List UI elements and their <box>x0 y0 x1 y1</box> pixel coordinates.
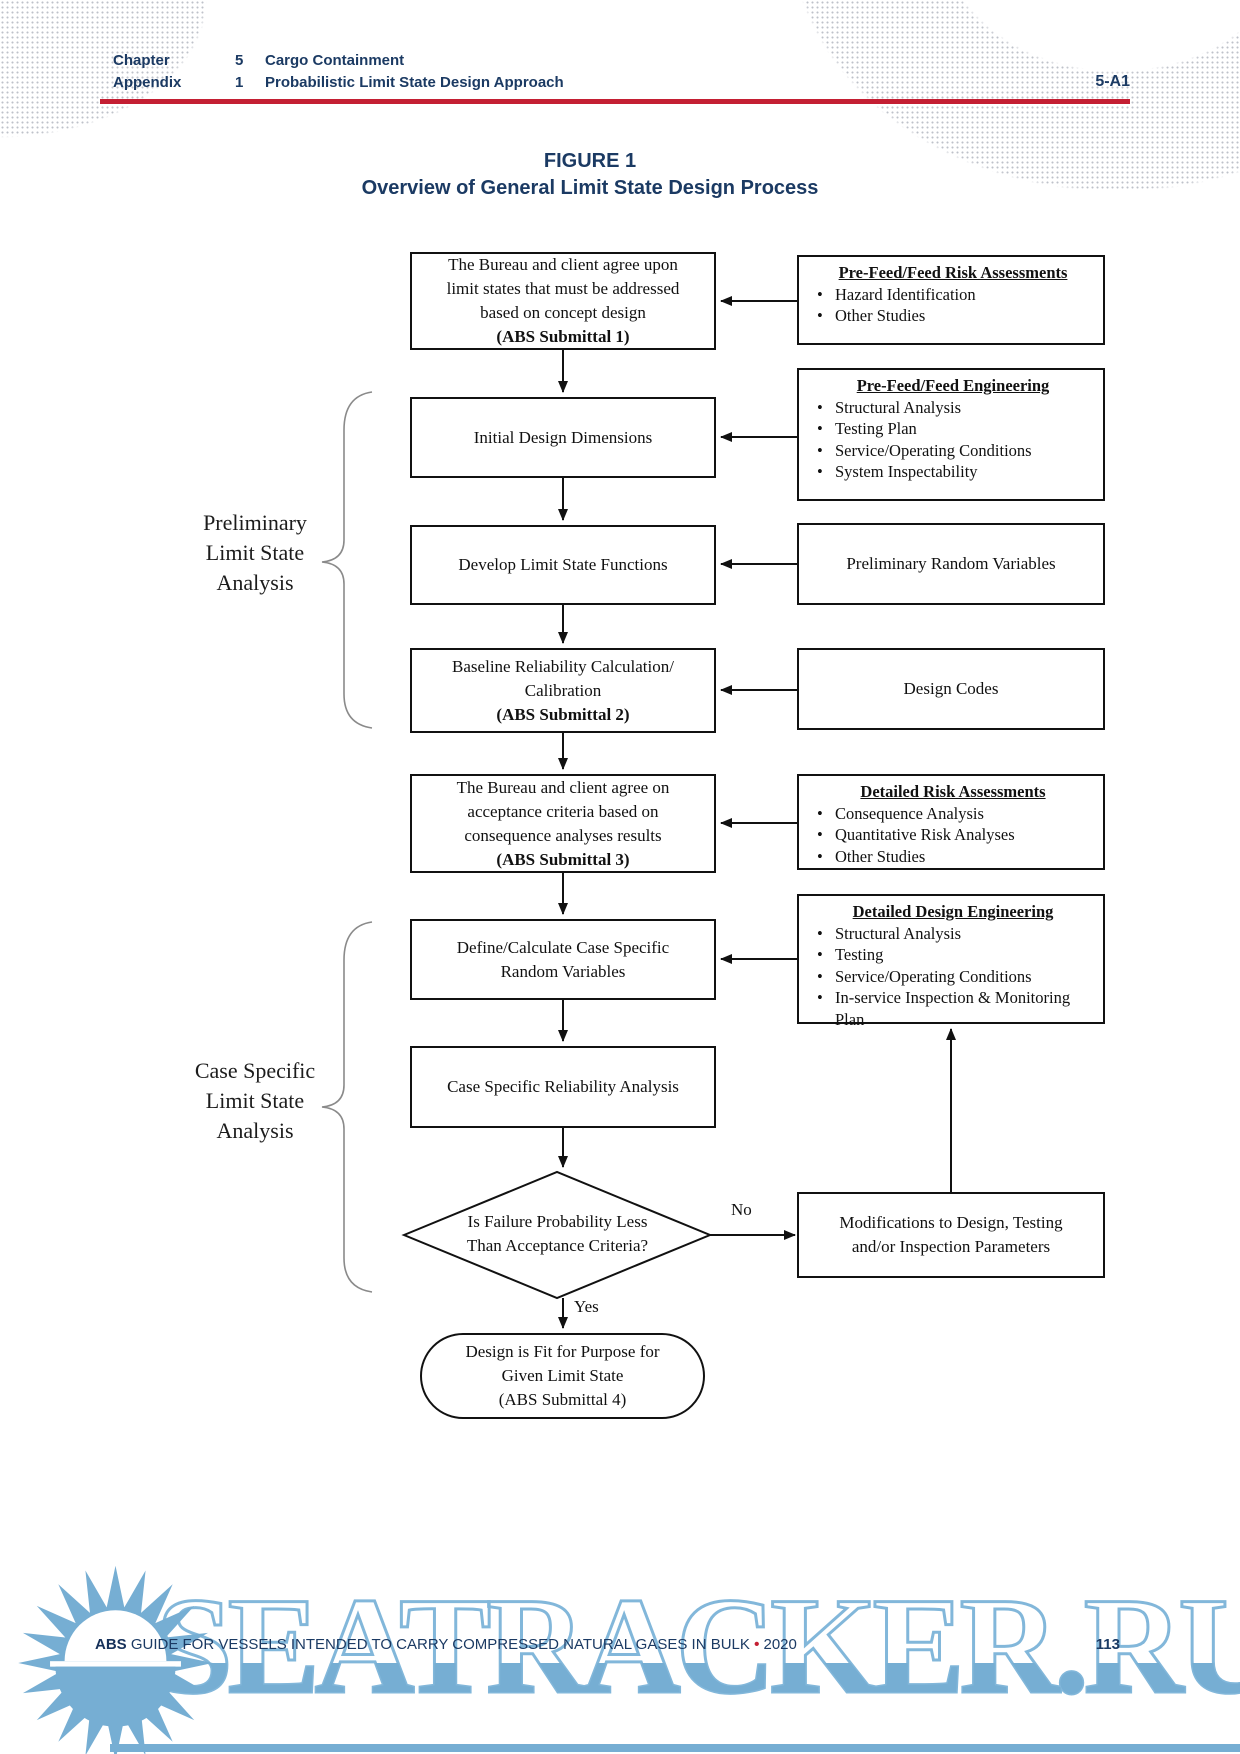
box-preliminary-random-variables: Preliminary Random Variables <box>797 523 1105 605</box>
group-label-case-specific: Case Specific Limit State Analysis <box>194 1058 316 1143</box>
group-label-preliminary: Preliminary Limit State Analysis <box>203 510 307 595</box>
footer-text: GUIDE FOR VESSELS INTENDED TO CARRY COMP… <box>130 1636 750 1653</box>
header-chapter-row: Chapter 5 Cargo Containment <box>113 51 404 70</box>
edge-label-no: No <box>731 1200 752 1219</box>
box-detailed-design-engineering: Detailed Design Engineering Structural A… <box>797 894 1105 1029</box>
header-rule <box>100 99 1130 104</box>
terminal-design-fit-for-purpose: Design is Fit for Purpose for Given Limi… <box>420 1333 705 1419</box>
box-pre-feed-risk-assessments: Pre-Feed/Feed Risk Assessments Hazard Id… <box>797 255 1105 345</box>
edge-label-yes: Yes <box>574 1297 599 1316</box>
page-number: 113 <box>1095 1636 1120 1653</box>
box-agree-acceptance-criteria: The Bureau and client agree on acceptanc… <box>410 774 716 873</box>
box-define-random-variables: Define/Calculate Case Specific Random Va… <box>410 919 716 1000</box>
decision-failure-probability: Is Failure Probability Less Than Accepta… <box>466 1212 649 1255</box>
figure-heading: FIGURE 1 Overview of General Limit State… <box>0 148 1180 202</box>
footer-separator-dot: • <box>754 1636 760 1653</box>
footer-year: 2020 <box>763 1636 797 1653</box>
footer-line: ABS GUIDE FOR VESSELS INTENDED TO CARRY … <box>95 1636 1145 1653</box>
section-reference: 5-A1 <box>1095 73 1130 90</box>
decorative-dot-wave-right <box>800 0 1240 235</box>
decorative-dot-wave-left <box>0 0 255 190</box>
group-braces <box>321 391 373 1293</box>
watermark-text-fill: SEATRACKER.RU <box>156 1569 1240 1722</box>
chapter-title: Cargo Containment <box>265 52 405 69</box>
appendix-label: Appendix <box>113 74 182 91</box>
box-baseline-reliability: Baseline Reliability Calculation/ Calibr… <box>410 648 716 733</box>
watermark-underline-bar <box>110 1744 1240 1752</box>
box-initial-design-dimensions: Initial Design Dimensions <box>410 397 716 478</box>
figure-title: Overview of General Limit State Design P… <box>361 177 819 199</box>
box-pre-feed-engineering: Pre-Feed/Feed Engineering Structural Ana… <box>797 368 1105 501</box>
sun-dome <box>64 1610 167 1662</box>
box-case-specific-reliability: Case Specific Reliability Analysis <box>410 1046 716 1128</box>
sun-logo-icon <box>18 1565 213 1754</box>
chapter-number: 5 <box>235 52 244 69</box>
box-develop-limit-state-functions: Develop Limit State Functions <box>410 525 716 605</box>
box-detailed-risk-assessments: Detailed Risk Assessments Consequence An… <box>797 774 1105 870</box>
box-design-codes: Design Codes <box>797 648 1105 730</box>
appendix-number: 1 <box>235 74 244 91</box>
sun-sea <box>55 1666 176 1727</box>
box-agree-limit-states: The Bureau and client agree upon limit s… <box>410 252 716 350</box>
abs-brand: ABS <box>95 1636 127 1653</box>
box-modifications: Modifications to Design, Testing and/or … <box>797 1192 1105 1278</box>
appendix-title: Probabilistic Limit State Design Approac… <box>265 74 564 91</box>
header-appendix-row: Appendix 1 Probabilistic Limit State Des… <box>113 73 564 92</box>
decision-diamond-shape <box>401 1170 713 1300</box>
figure-label: FIGURE 1 <box>543 150 637 172</box>
watermark-text-outline: SEATRACKER.RU <box>154 1569 1240 1722</box>
chapter-label: Chapter <box>113 52 170 69</box>
